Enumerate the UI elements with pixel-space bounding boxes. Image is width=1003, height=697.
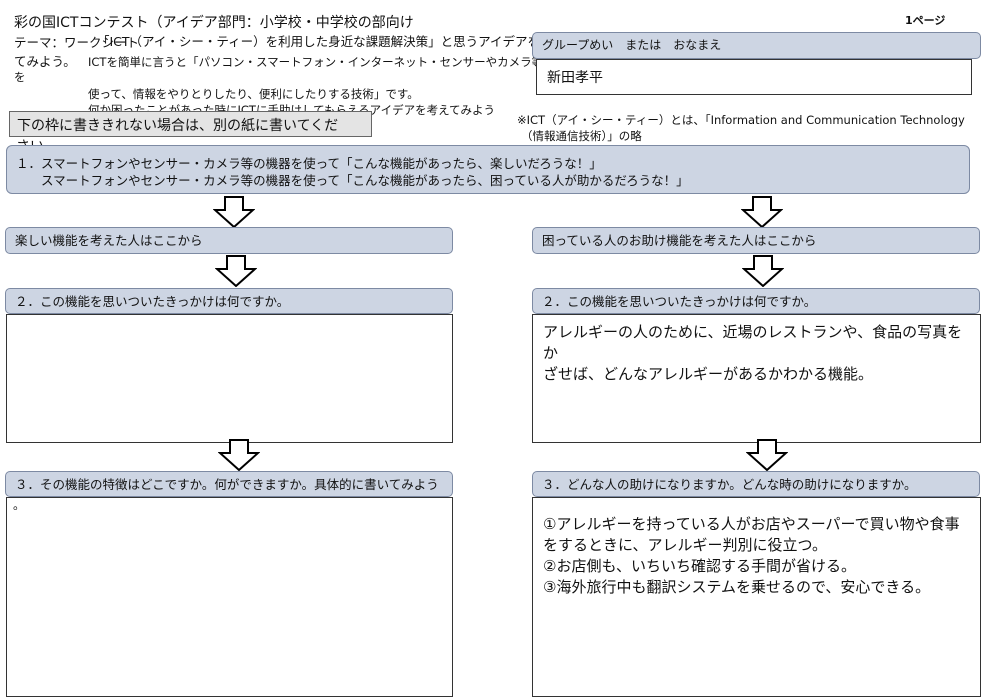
left-question-2-answer[interactable] bbox=[6, 314, 453, 443]
question-1-line2: スマートフォンやセンサー・カメラ等の機器を使って「こんな機能があったら、困ってい… bbox=[16, 173, 689, 188]
right-question-3-heading: ３．どんな人の助けになりますか。どんな時の助けになりますか。 bbox=[532, 471, 980, 497]
warning-text: 下の枠に書ききれない場合は、別の紙に書いてくだ bbox=[17, 118, 339, 134]
page-number: 1ページ bbox=[905, 14, 946, 27]
answer-line: をするときに、アレルギー判別に役立つ。 bbox=[543, 536, 827, 554]
left-question-2-answer-text bbox=[7, 315, 452, 329]
warning-banner: 下の枠に書ききれない場合は、別の紙に書いてくだ bbox=[9, 111, 372, 137]
right-question-3-answer[interactable]: ①アレルギーを持っている人がお店やスーパーで買い物や食事 をするときに、アレルギ… bbox=[532, 497, 981, 697]
ict-description-line1-cont: を bbox=[14, 70, 26, 84]
question-1-panel: １．スマートフォンやセンサー・カメラ等の機器を使って「こんな機能があったら、楽し… bbox=[6, 145, 970, 194]
right-question-3-answer-text: ①アレルギーを持っている人がお店やスーパーで買い物や食事 をするときに、アレルギ… bbox=[533, 498, 980, 605]
down-arrow-icon bbox=[742, 255, 784, 287]
group-name-value: 新田孝平 bbox=[547, 70, 603, 86]
left-question-2-heading: ２．この機能を思いついたきっかけは何ですか。 bbox=[5, 288, 453, 314]
left-branch-heading: 楽しい機能を考えた人はここから bbox=[5, 227, 453, 254]
document-title: 彩の国ICTコンテスト（アイデア部門：小学校・中学校の部向け bbox=[14, 15, 414, 31]
ict-note-line1: ※ICT（アイ・シー・ティー）とは、「Information and Commu… bbox=[517, 113, 965, 127]
right-question-2-heading: ２．この機能を思いついたきっかけは何ですか。 bbox=[532, 288, 980, 314]
down-arrow-icon bbox=[215, 255, 257, 287]
down-arrow-icon bbox=[746, 439, 788, 471]
theme-text: 「ICT（アイ・シー・ティー）を利用した身近な課題解決策」と思うアイデアを bbox=[97, 34, 541, 49]
right-question-2-answer-text: アレルギーの人のために、近場のレストランや、食品の写真をか ざせば、どんなアレル… bbox=[533, 315, 980, 392]
answer-line: ②お店側も、いちいち確認する手間が省ける。 bbox=[543, 557, 856, 575]
theme-label: テーマ：ワークシート bbox=[14, 35, 140, 50]
answer-line: ①アレルギーを持っている人がお店やスーパーで買い物や食事 bbox=[543, 515, 960, 533]
ict-note-line2: （情報通信技術）」の略 bbox=[521, 129, 642, 143]
group-name-label: グループめい または おなまえ bbox=[532, 32, 981, 59]
ict-description-line2: 使って、情報をやりとりしたり、便利にしたりする技術」です。 bbox=[88, 87, 419, 101]
down-arrow-icon bbox=[213, 196, 255, 228]
left-question-3-heading: ３．その機能の特徴はどこですか。何ができますか。具体的に書いてみよう bbox=[5, 471, 453, 497]
theme-text-cont: てみよう。 bbox=[14, 54, 76, 69]
down-arrow-icon bbox=[741, 196, 783, 228]
left-question-3-answer[interactable]: 。 bbox=[6, 497, 453, 697]
down-arrow-icon bbox=[218, 439, 260, 471]
answer-line: ざせば、どんなアレルギーがあるかわかる機能。 bbox=[543, 365, 874, 383]
right-branch-heading: 困っている人のお助け機能を考えた人はここから bbox=[532, 227, 980, 254]
left-question-3-answer-text bbox=[7, 498, 452, 512]
right-question-2-answer[interactable]: アレルギーの人のために、近場のレストランや、食品の写真をか ざせば、どんなアレル… bbox=[532, 314, 981, 443]
ict-description-line1: ICTを簡単に言うと「パソコン・スマートフォン・インターネット・センサーやカメラ… bbox=[88, 55, 578, 69]
left-question-3-heading-cont: 。 bbox=[13, 498, 26, 512]
question-1-line1: １．スマートフォンやセンサー・カメラ等の機器を使って「こんな機能があったら、楽し… bbox=[16, 156, 602, 171]
answer-line: ③海外旅行中も翻訳システムを乗せるので、安心できる。 bbox=[543, 578, 931, 596]
answer-line: アレルギーの人のために、近場のレストランや、食品の写真をか bbox=[543, 323, 963, 362]
group-name-field[interactable]: 新田孝平 bbox=[536, 59, 972, 95]
